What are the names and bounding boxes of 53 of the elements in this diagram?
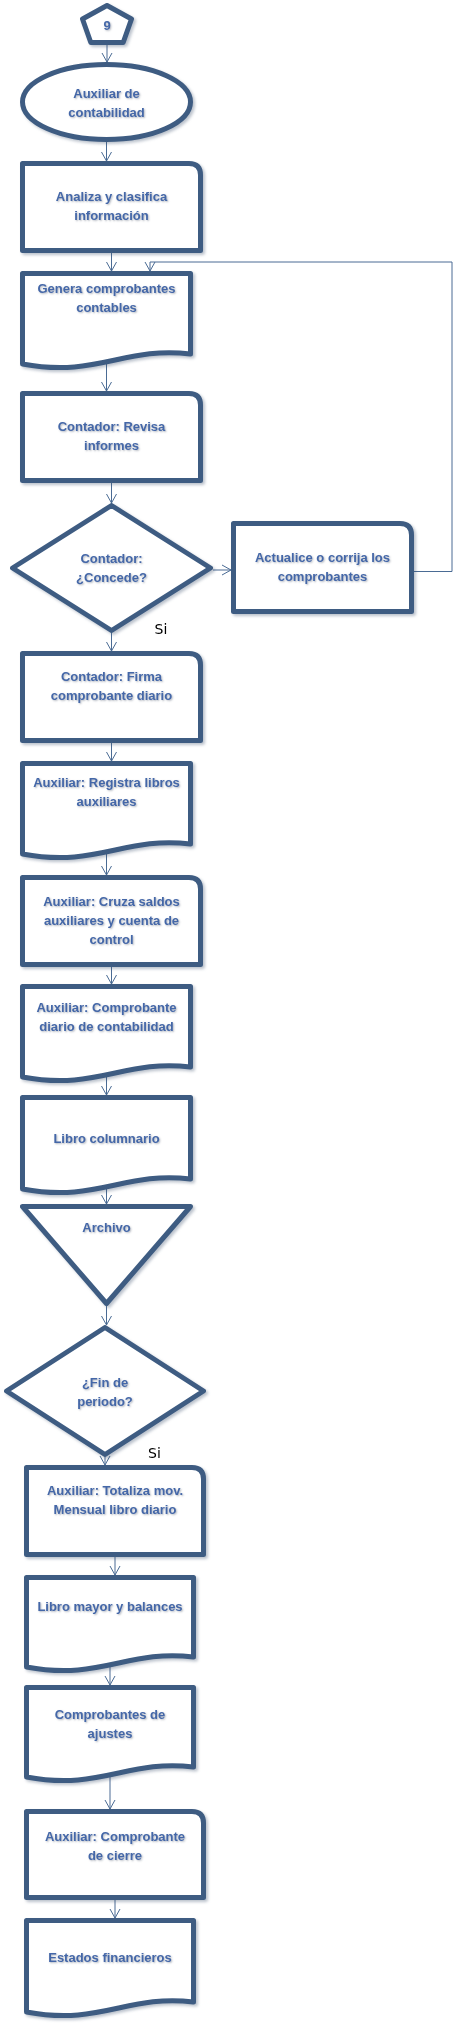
arrow — [144, 261, 453, 572]
process-box — [20, 391, 203, 483]
decision-diamond — [10, 503, 213, 633]
node-text: 9 — [103, 17, 111, 35]
process-box — [20, 875, 203, 967]
node-text: Auxiliar: Comprobante de cierre — [43, 1828, 187, 1865]
node-text: Contador: Revisa informes — [56, 418, 167, 455]
document-shape — [20, 1095, 193, 1197]
document-shape — [20, 984, 193, 1085]
arrow — [109, 1556, 121, 1576]
off-page-connector — [80, 3, 134, 45]
node-text: Comprobantes de ajustes — [53, 1706, 167, 1743]
node-text: Libro columnario — [53, 1130, 160, 1148]
arrow — [106, 632, 117, 652]
decision-diamond — [4, 1325, 206, 1457]
document-shape — [20, 271, 193, 372]
node-text: Auxiliar: Comprobante diario de contabilidad — [35, 999, 178, 1036]
process-box — [24, 1465, 206, 1557]
arrow — [101, 141, 112, 162]
edge-label: Si — [147, 1445, 162, 1461]
node-text: Auxiliar: Totaliza mov. Mensual libro diario — [45, 1482, 184, 1519]
node-text: Contador: ¿Concede? — [75, 550, 148, 587]
arrow — [106, 482, 117, 504]
process-box — [20, 651, 203, 743]
document-shape — [20, 761, 193, 862]
document-shape — [24, 1918, 196, 2020]
node-text: ¿Fin de periodo? — [76, 1374, 134, 1411]
process-box — [20, 161, 203, 253]
terminal-ellipse — [20, 62, 193, 142]
arrow — [101, 44, 113, 63]
process-box — [24, 1809, 206, 1900]
node-text: Actualice o corrija los comprobantes — [253, 549, 392, 586]
edge-label: Si — [153, 621, 169, 637]
arrow — [109, 1899, 121, 1919]
process-box — [231, 521, 414, 614]
node-text: Genera comprobantes contables — [36, 280, 177, 317]
arrow — [106, 252, 117, 272]
document-shape — [24, 1575, 196, 1675]
node-text: Auxiliar: Registra libros auxiliares — [32, 774, 181, 811]
node-text: Contador: Firma comprobante diario — [49, 668, 174, 705]
node-text: Archivo — [82, 1219, 131, 1237]
node-text: Auxiliar: Cruza saldos auxiliares y cuenta de control — [42, 893, 181, 949]
node-text: Libro mayor y balances — [37, 1598, 183, 1616]
arrow — [106, 742, 117, 762]
node-text: Estados financieros — [48, 1949, 172, 1967]
arrow — [106, 966, 117, 985]
storage-triangle — [20, 1204, 193, 1306]
node-text: Analiza y clasifica información — [54, 188, 169, 225]
arrow — [101, 1305, 112, 1326]
arrow — [212, 564, 232, 576]
node-text: Auxiliar de contabilidad — [67, 85, 146, 122]
document-shape — [24, 1685, 196, 1785]
arrow — [99, 1455, 111, 1466]
